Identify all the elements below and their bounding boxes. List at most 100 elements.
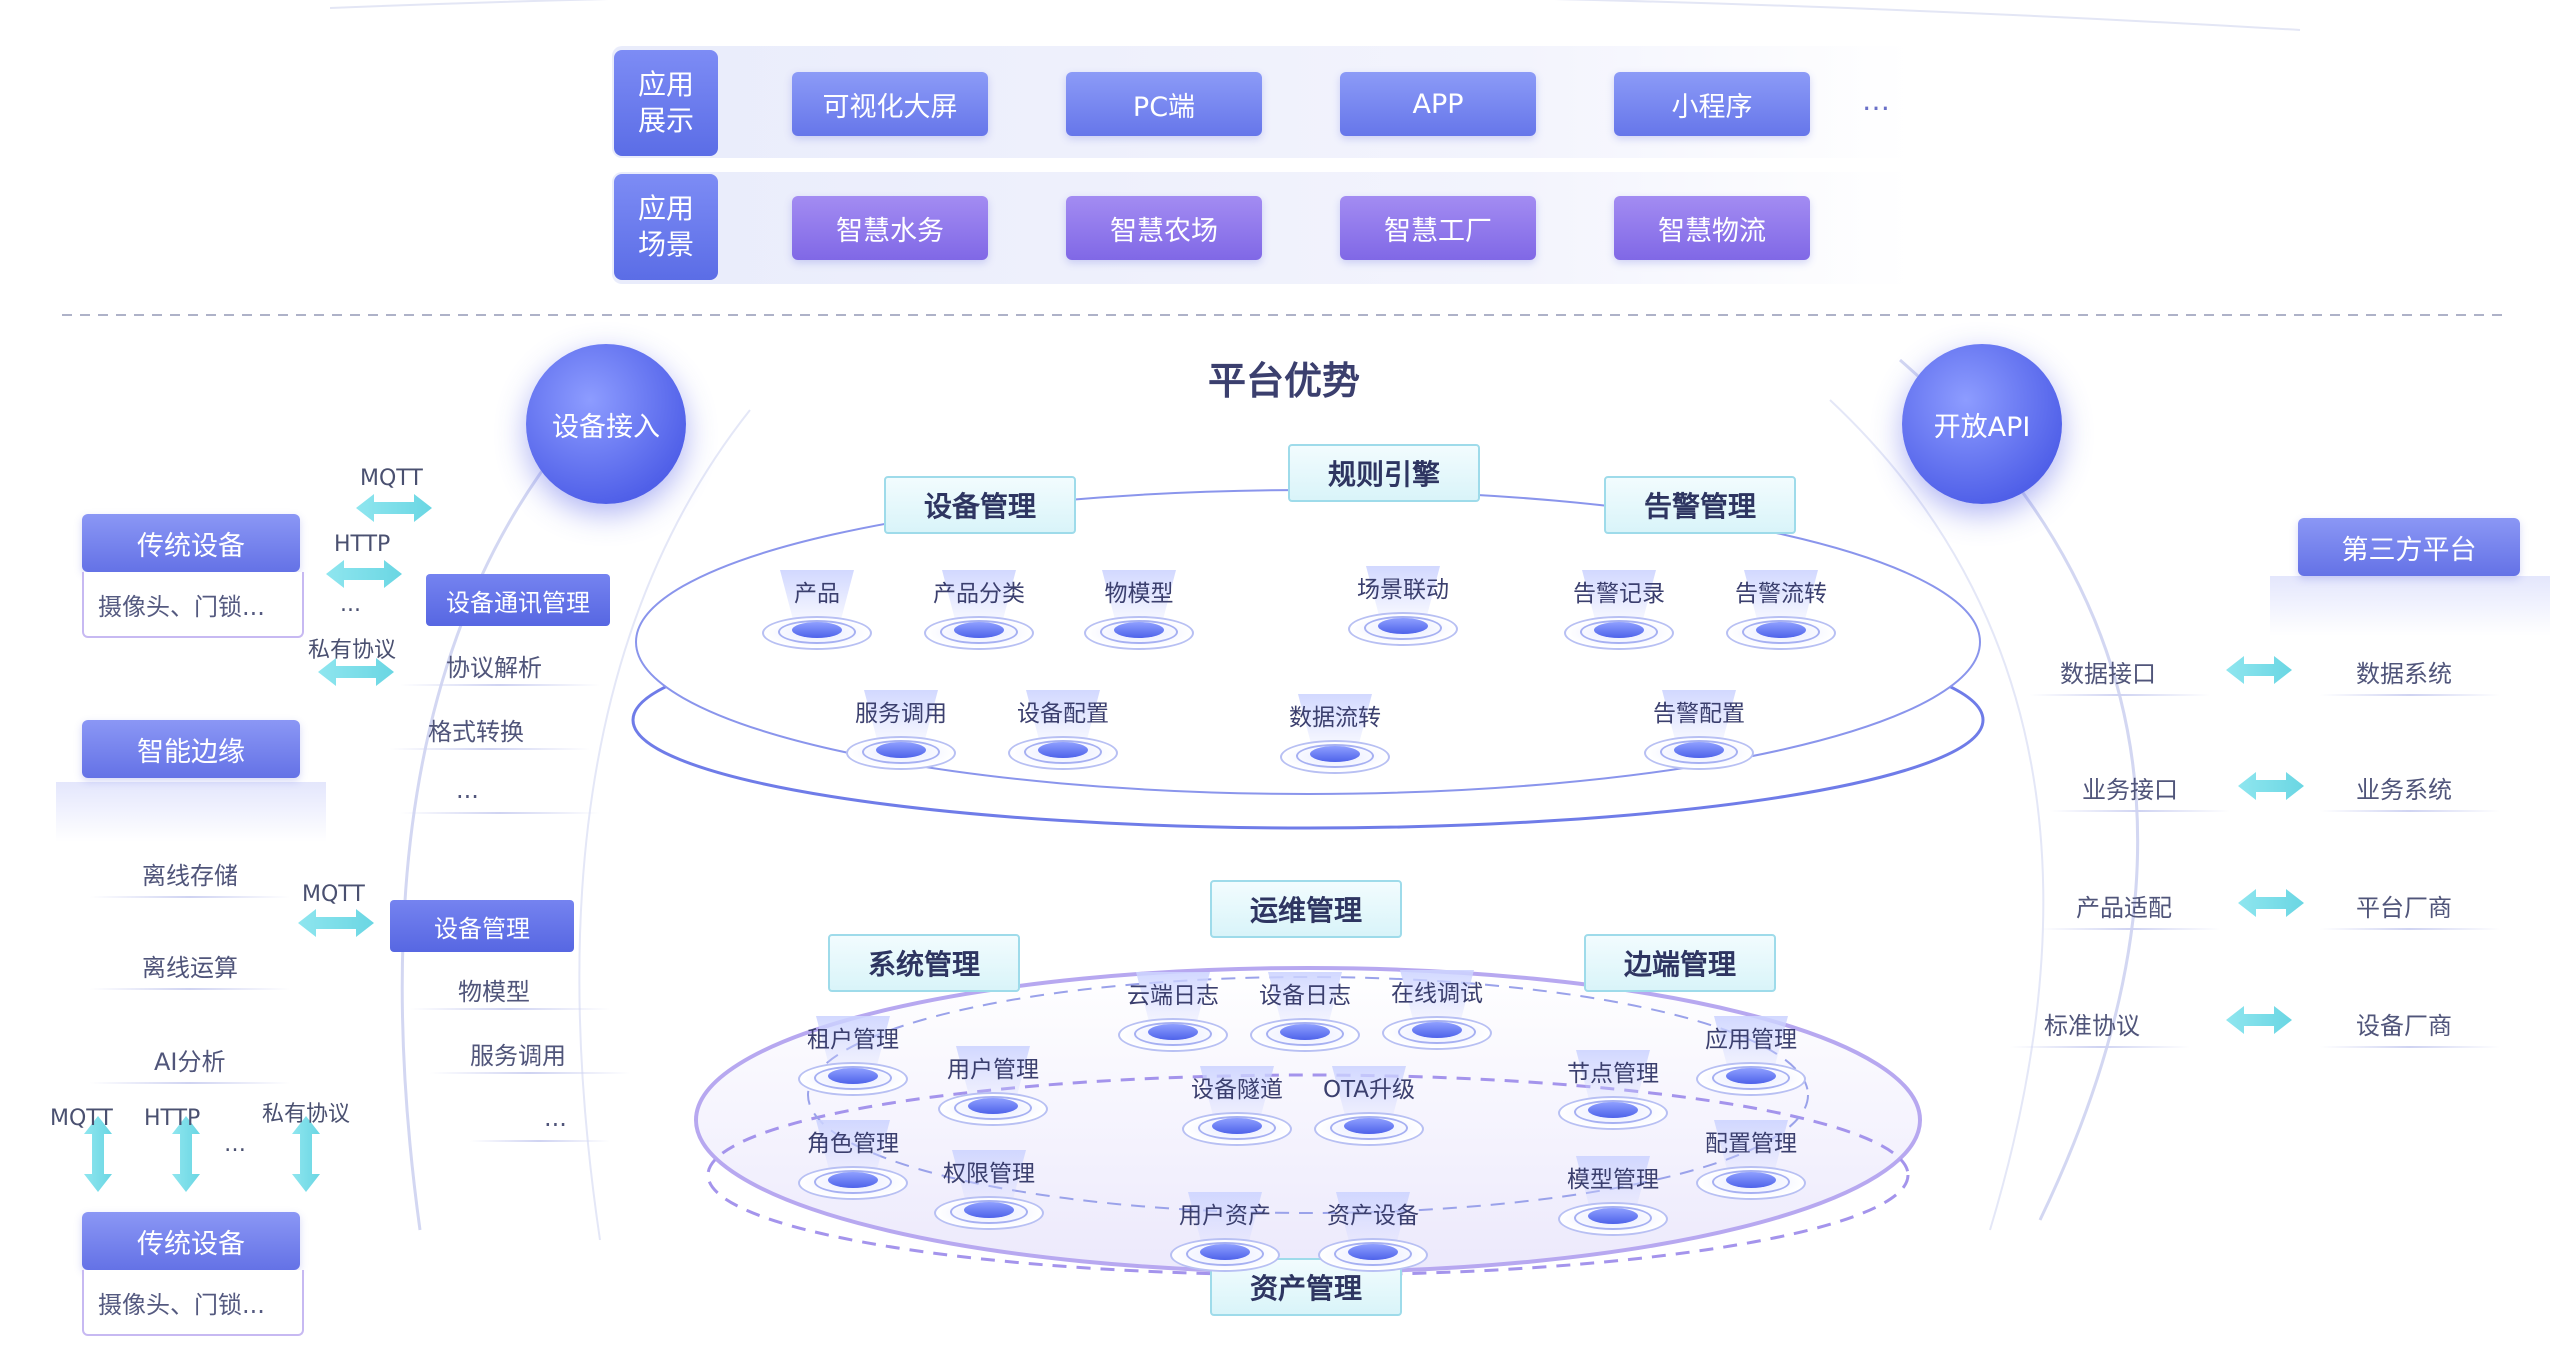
edge-item-offline-storage: 离线存储: [142, 862, 238, 890]
node-service-call[interactable]: 服务调用: [836, 676, 966, 776]
node-alarm-flow[interactable]: 告警流转: [1716, 556, 1846, 656]
node-alarm-config-label: 告警配置: [1653, 701, 1745, 727]
comm-item-format-convert: 格式转换: [428, 718, 524, 746]
node-node-management-label: 节点管理: [1567, 1061, 1659, 1087]
api-underline-4: [2010, 1046, 2190, 1048]
node-tenant-management[interactable]: 租户管理: [788, 1002, 918, 1102]
protocol-http: HTTP: [334, 532, 391, 557]
node-user-asset-label: 用户资产: [1179, 1203, 1271, 1229]
lower-edge-management[interactable]: 边端管理: [1584, 934, 1776, 992]
open-api-circle: 开放API: [1902, 344, 2062, 504]
node-scene-linkage[interactable]: 场景联动: [1338, 552, 1468, 652]
edge-underline-1: [90, 896, 290, 898]
node-product[interactable]: 产品: [752, 556, 882, 656]
api-underline-3: [2040, 928, 2220, 930]
node-role-management[interactable]: 角色管理: [788, 1106, 918, 1206]
chip-smart-logistics[interactable]: 智慧物流: [1614, 196, 1810, 260]
lower-system-management[interactable]: 系统管理: [828, 934, 1020, 992]
node-scene-linkage-label: 场景联动: [1357, 577, 1449, 603]
vert-protocol-dots: …: [224, 1132, 246, 1157]
edge-item-offline-compute: 离线运算: [142, 954, 238, 982]
third-underline-4: [2320, 1046, 2500, 1048]
node-ota-upgrade[interactable]: OTA升级: [1304, 1052, 1434, 1152]
node-alarm-flow-label: 告警流转: [1735, 581, 1827, 607]
dev-underline-2: [430, 1072, 630, 1074]
node-online-debug[interactable]: 在线调试: [1372, 956, 1502, 1056]
node-model-management-label: 模型管理: [1567, 1167, 1659, 1193]
bottom-device-sub: 摄像头、门锁...: [82, 1270, 304, 1336]
chip-app[interactable]: APP: [1340, 72, 1536, 136]
node-user-asset[interactable]: 用户资产: [1160, 1178, 1290, 1278]
dev-item-service-call: 服务调用: [470, 1042, 566, 1070]
lower-ops-management[interactable]: 运维管理: [1210, 880, 1402, 938]
app-scene-label: 应用 场景: [614, 174, 718, 280]
dev-item-more: ...: [544, 1104, 567, 1132]
edge-fade: [56, 782, 326, 842]
comm-underline-3: [400, 812, 600, 814]
node-asset-device[interactable]: 资产设备: [1308, 1178, 1438, 1278]
protocol-mqtt-mid: MQTT: [302, 882, 365, 907]
node-alarm-record[interactable]: 告警记录: [1554, 556, 1684, 656]
device-comm-management[interactable]: 设备通讯管理: [426, 574, 610, 626]
node-permission-management[interactable]: 权限管理: [924, 1136, 1054, 1236]
node-product-category-label: 产品分类: [933, 581, 1025, 607]
dev-underline-1: [410, 1008, 610, 1010]
node-thing-model[interactable]: 物模型: [1074, 556, 1204, 656]
third-underline-2: [2320, 810, 2500, 812]
node-device-tunnel[interactable]: 设备隧道: [1172, 1052, 1302, 1152]
node-alarm-config[interactable]: 告警配置: [1634, 676, 1764, 776]
edge-underline-2: [90, 988, 290, 990]
bottom-device-title: 传统设备: [82, 1212, 300, 1270]
api-underline-2: [2050, 810, 2230, 812]
node-node-management[interactable]: 节点管理: [1548, 1036, 1678, 1136]
chip-mini-program[interactable]: 小程序: [1614, 72, 1810, 136]
node-ota-upgrade-label: OTA升级: [1322, 1077, 1416, 1103]
arrow-icons-left: [84, 494, 432, 1192]
upper-alarm-management[interactable]: 告警管理: [1604, 476, 1796, 534]
node-config-management[interactable]: 配置管理: [1686, 1106, 1816, 1206]
node-product-category[interactable]: 产品分类: [914, 556, 1044, 656]
node-user-management-label: 用户管理: [947, 1057, 1039, 1083]
arrow-icons-right: [2226, 656, 2304, 1034]
third-underline-3: [2320, 928, 2500, 930]
third-party-title: 第三方平台: [2298, 518, 2520, 576]
edge-item-ai-analysis: AI分析: [154, 1048, 226, 1076]
chip-smart-farm[interactable]: 智慧农场: [1066, 196, 1262, 260]
node-app-management[interactable]: 应用管理: [1686, 1002, 1816, 1102]
upper-rule-engine[interactable]: 规则引擎: [1288, 444, 1480, 502]
chip-visual-screen[interactable]: 可视化大屏: [792, 72, 988, 136]
node-device-log[interactable]: 设备日志: [1240, 958, 1370, 1058]
chip-smart-water[interactable]: 智慧水务: [792, 196, 988, 260]
node-model-management[interactable]: 模型管理: [1548, 1142, 1678, 1242]
api-standard-protocol: 标准协议: [2044, 1012, 2140, 1040]
edge-underline-3: [90, 1082, 290, 1084]
node-cloud-log-label: 云端日志: [1127, 983, 1219, 1009]
third-party-fade: [2270, 576, 2550, 636]
node-asset-device-label: 资产设备: [1327, 1203, 1419, 1229]
node-alarm-record-label: 告警记录: [1573, 581, 1665, 607]
smart-edge-title: 智能边缘: [82, 720, 300, 778]
dev-underline-3: [470, 1140, 610, 1142]
node-cloud-log[interactable]: 云端日志: [1108, 958, 1238, 1058]
vert-protocol-private: 私有协议: [262, 1102, 351, 1127]
upper-device-management[interactable]: 设备管理: [884, 476, 1076, 534]
third-business-system: 业务系统: [2356, 776, 2452, 804]
node-service-call-label: 服务调用: [855, 701, 947, 727]
chip-pc[interactable]: PC端: [1066, 72, 1262, 136]
dev-item-thing-model: 物模型: [458, 978, 530, 1006]
chip-smart-factory[interactable]: 智慧工厂: [1340, 196, 1536, 260]
node-device-config-label: 设备配置: [1017, 701, 1109, 727]
node-device-config[interactable]: 设备配置: [998, 676, 1128, 776]
api-underline-1: [2030, 694, 2210, 696]
more-ellipsis: …: [1862, 84, 1890, 117]
node-app-management-label: 应用管理: [1705, 1027, 1797, 1053]
device-access-circle: 设备接入: [526, 344, 686, 504]
comm-item-protocol-parse: 协议解析: [446, 654, 542, 682]
traditional-device-sub: 摄像头、门锁...: [82, 572, 304, 638]
protocol-private: 私有协议: [308, 638, 397, 663]
node-user-management[interactable]: 用户管理: [928, 1032, 1058, 1132]
access-device-management[interactable]: 设备管理: [390, 900, 574, 952]
third-data-system: 数据系统: [2356, 660, 2452, 688]
node-role-management-label: 角色管理: [807, 1131, 899, 1157]
node-data-flow[interactable]: 数据流转: [1270, 680, 1400, 780]
